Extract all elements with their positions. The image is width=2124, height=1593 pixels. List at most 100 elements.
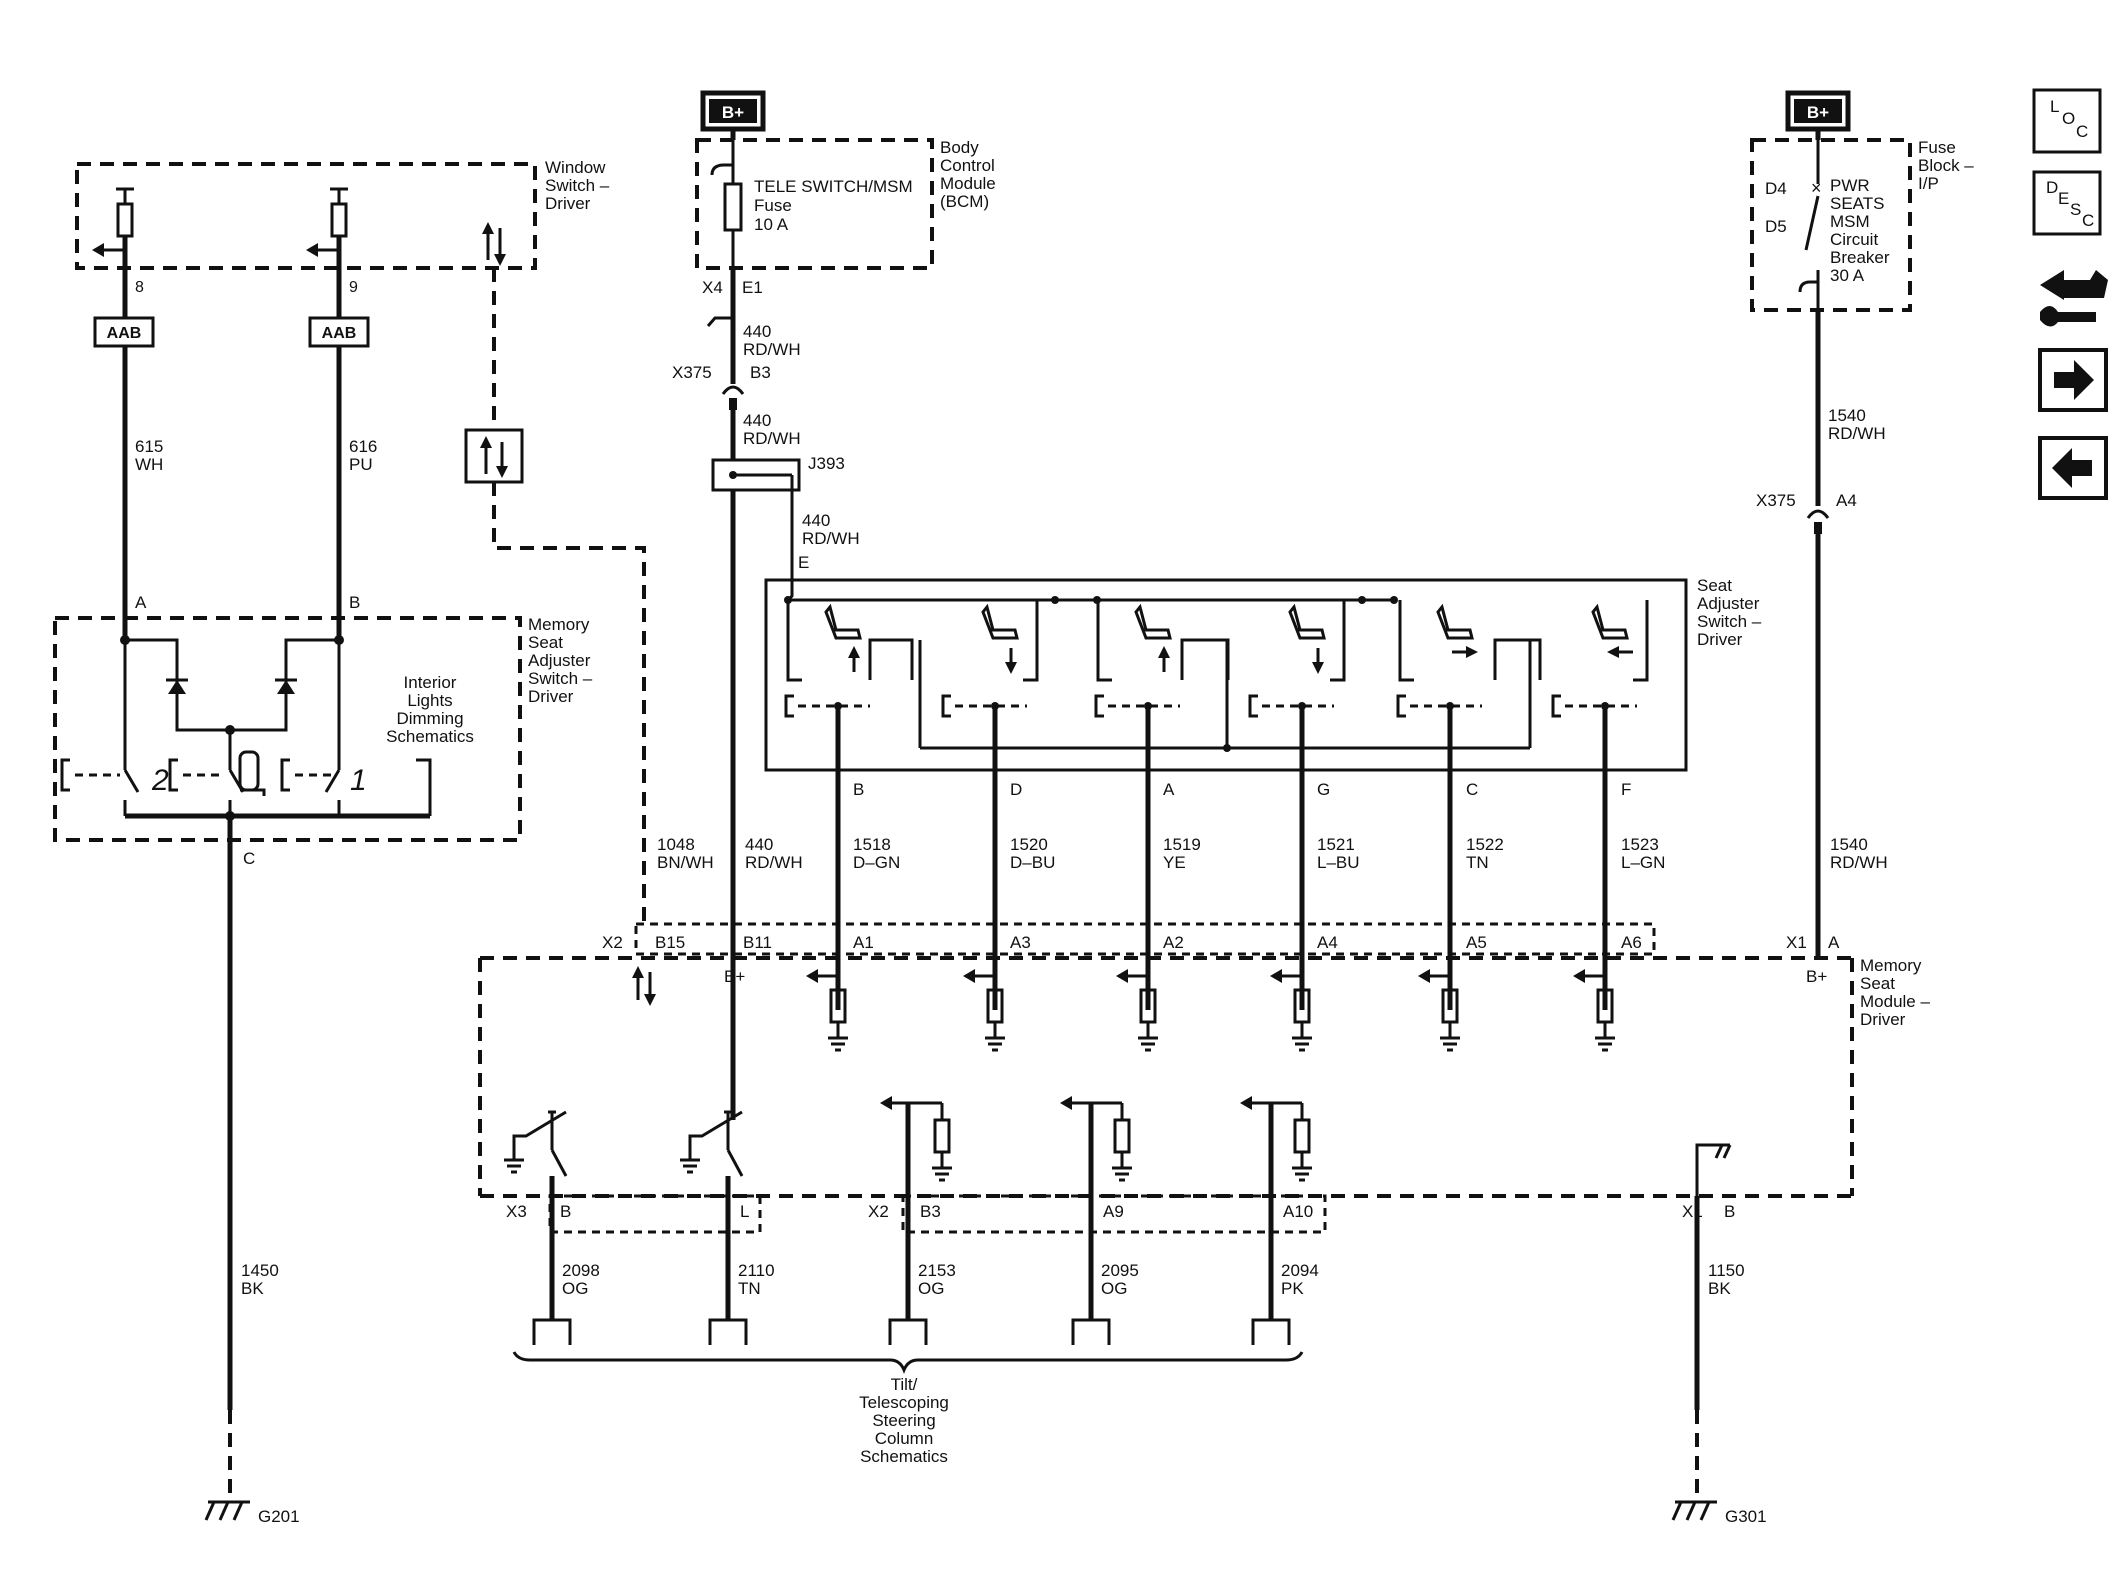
breaker-5: Breaker bbox=[1830, 248, 1890, 267]
wire-616: 616 bbox=[349, 437, 377, 456]
bcm-title-2: Control bbox=[940, 156, 995, 175]
location-button[interactable]: L O C bbox=[2032, 88, 2102, 154]
seat-switch-title-3: Switch – bbox=[1697, 612, 1762, 631]
bcm-pin: E1 bbox=[742, 278, 763, 297]
previous-page-button[interactable] bbox=[2038, 436, 2108, 500]
bcm-conn: X4 bbox=[702, 278, 723, 297]
module-a2: A2 bbox=[1163, 933, 1184, 952]
wire-1450: 1450 bbox=[241, 1261, 279, 1280]
aab-label-left: AAB bbox=[107, 325, 142, 342]
bplus-label-fuse: B+ bbox=[1807, 103, 1829, 122]
fuse-block-title-2: Block – bbox=[1918, 156, 1974, 175]
memory-switch-pin-b: B bbox=[349, 593, 360, 612]
wire-1150: 1150 bbox=[1708, 1261, 1745, 1280]
wire-440-b: 440 bbox=[743, 411, 771, 430]
wire-2098: 2098 bbox=[562, 1261, 600, 1280]
ground-icon bbox=[1671, 1500, 1717, 1521]
bcm-fuse-1: TELE SWITCH/MSM bbox=[754, 177, 913, 196]
interior-lights-1: Interior bbox=[404, 673, 457, 692]
seat-pin-d: D bbox=[1010, 780, 1022, 799]
fuse-block-conn: X375 bbox=[1756, 491, 1796, 510]
seat-motor-channels bbox=[784, 600, 1649, 1052]
diode-icon bbox=[277, 680, 295, 694]
wire-2153: 2153 bbox=[918, 1261, 956, 1280]
wire-1150-color: BK bbox=[1708, 1279, 1731, 1298]
memory-switch-title-2: Seat bbox=[528, 633, 563, 652]
next-page-button[interactable] bbox=[2038, 348, 2108, 412]
bplus-label-bcm: B+ bbox=[722, 103, 744, 122]
svg-text:C: C bbox=[2082, 211, 2094, 230]
wire-1048: 1048 bbox=[657, 835, 695, 854]
splice-conn: X375 bbox=[672, 363, 712, 382]
arrow-left-icon bbox=[306, 243, 318, 257]
wire-616-color: PU bbox=[349, 455, 373, 474]
seat-icon bbox=[1288, 603, 1326, 640]
fuse-block-d5: D5 bbox=[1765, 217, 1787, 236]
module-x3: X3 bbox=[506, 1202, 527, 1221]
module-title-2: Seat bbox=[1860, 974, 1895, 993]
connector-icon bbox=[721, 385, 745, 395]
description-button[interactable]: D E S C bbox=[2032, 170, 2102, 236]
wire-1521: 1521 bbox=[1317, 835, 1355, 854]
connector-tool-button[interactable] bbox=[2040, 270, 2108, 327]
svg-text:C: C bbox=[2076, 122, 2088, 141]
module-bplus-left: B+ bbox=[724, 967, 745, 986]
resistor-icon bbox=[330, 202, 348, 238]
window-switch-title-1: Window bbox=[545, 158, 606, 177]
bcm-title-4: (BCM) bbox=[940, 192, 989, 211]
wire-2110-color: TN bbox=[738, 1279, 761, 1298]
wire-1519: 1519 bbox=[1163, 835, 1201, 854]
module-a9: A9 bbox=[1103, 1202, 1124, 1221]
module-low-l: L bbox=[740, 1202, 749, 1221]
wire-1540-a-color: RD/WH bbox=[1828, 424, 1886, 443]
memory-switch-pin-c: C bbox=[243, 849, 255, 868]
splice-j393 bbox=[711, 458, 801, 492]
fuse-block-d4: D4 bbox=[1765, 179, 1787, 198]
bcm-title-3: Module bbox=[940, 174, 996, 193]
breaker-1: PWR bbox=[1830, 176, 1870, 195]
memory-switch-title-1: Memory bbox=[528, 615, 590, 634]
arrow-left-icon bbox=[1116, 969, 1128, 983]
memory-seat-adjuster-switch: Memory Seat Adjuster Switch – Driver A B bbox=[53, 593, 593, 868]
module-x1: X1 bbox=[1786, 933, 1807, 952]
wire-440-d-color: RD/WH bbox=[745, 853, 803, 872]
wire-2094-color: PK bbox=[1281, 1279, 1304, 1298]
window-switch-title-2: Switch – bbox=[545, 176, 610, 195]
ground-icon bbox=[204, 1500, 250, 1521]
interior-lights-2: Lights bbox=[407, 691, 452, 710]
svg-text:O: O bbox=[2062, 109, 2075, 128]
wire-2095-color: OG bbox=[1101, 1279, 1127, 1298]
wire-1521-color: L–BU bbox=[1317, 853, 1360, 872]
wire-1540-b-color: RD/WH bbox=[1830, 853, 1888, 872]
bcm-fuse-3: 10 A bbox=[754, 215, 789, 234]
fuse-block-title-3: I/P bbox=[1918, 174, 1939, 193]
ground-g301: G301 bbox=[1725, 1507, 1767, 1526]
arrow-left-icon bbox=[1270, 969, 1282, 983]
seat-switch-title-4: Driver bbox=[1697, 630, 1743, 649]
wrench-icon bbox=[2040, 306, 2096, 327]
arrow-right-icon bbox=[2054, 360, 2094, 400]
module-a6: A6 bbox=[1621, 933, 1642, 952]
breaker-6: 30 A bbox=[1830, 266, 1865, 285]
bcm-fuse-2: Fuse bbox=[754, 196, 792, 215]
body-control-module: Body Control Module (BCM) TELE SWITCH/MS… bbox=[695, 138, 996, 270]
circuit-breaker-icon bbox=[1804, 195, 1820, 251]
wire-440-c-color: RD/WH bbox=[802, 529, 860, 548]
svg-text:L: L bbox=[2050, 97, 2059, 116]
bracket bbox=[512, 1351, 1304, 1375]
seat-pin-b: B bbox=[853, 780, 864, 799]
resistor-icon bbox=[116, 202, 134, 238]
fuse-block-title-1: Fuse bbox=[1918, 138, 1956, 157]
seat-icon bbox=[238, 750, 260, 792]
wire-615-color: WH bbox=[135, 455, 163, 474]
splice-name: J393 bbox=[808, 454, 845, 473]
wire-1048-color: BN/WH bbox=[657, 853, 714, 872]
connector-icon bbox=[1806, 509, 1830, 519]
wire-615: 615 bbox=[135, 437, 163, 456]
wire-1518-color: D–GN bbox=[853, 853, 900, 872]
arrow-left-icon bbox=[2052, 448, 2092, 488]
wire-1523-color: L–GN bbox=[1621, 853, 1665, 872]
seat-icon bbox=[1134, 603, 1172, 640]
module-a3: A3 bbox=[1010, 933, 1031, 952]
svg-text:D: D bbox=[2046, 178, 2058, 197]
